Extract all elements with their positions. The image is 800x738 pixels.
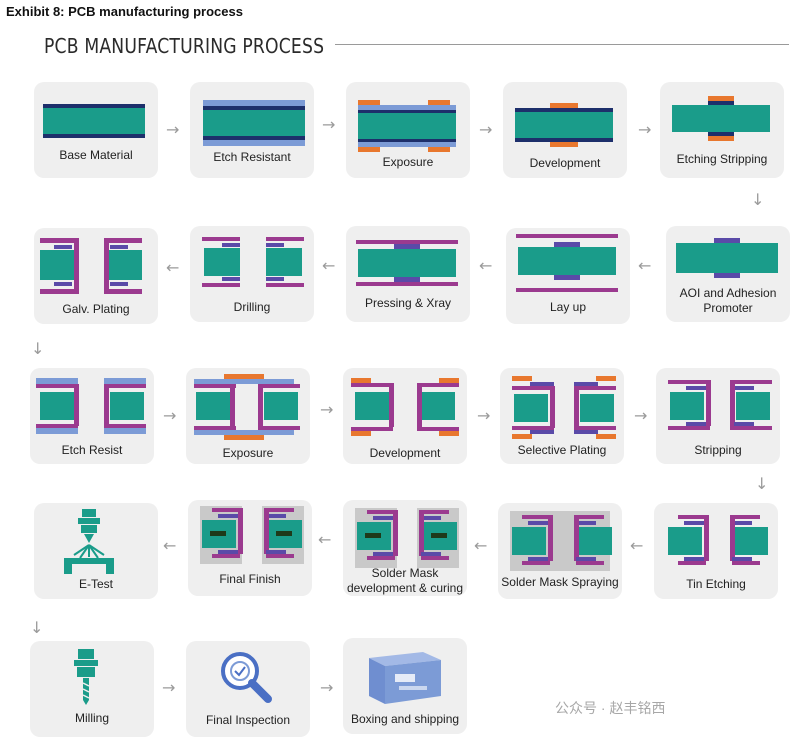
- right-arrow-icon: →: [320, 400, 334, 419]
- left-arrow-icon: ←: [638, 256, 652, 275]
- down-arrow-icon: ↓: [31, 339, 45, 358]
- right-arrow-icon: →: [322, 115, 336, 134]
- step-label: Solder Mask Spraying: [501, 575, 619, 589]
- selective-plating-graphic: [512, 376, 616, 439]
- step-label: Development: [529, 156, 601, 170]
- step-aoi-adhesion: AOI and Adhesion Promoter: [666, 226, 790, 322]
- final-finish-graphic: [200, 506, 304, 564]
- step-label: Galv. Plating: [62, 302, 130, 316]
- step-label: Development: [369, 446, 441, 460]
- step-label: Lay up: [549, 300, 587, 314]
- step-label: Etch Resistant: [213, 150, 291, 164]
- milling-icon: [74, 649, 98, 705]
- box-icon: [369, 652, 441, 704]
- step-label: Final Finish: [219, 572, 281, 586]
- exposure-2-graphic: [194, 374, 300, 440]
- step-final-finish: Final Finish: [188, 500, 312, 596]
- step-label: Base Material: [59, 148, 133, 162]
- galv-plating-graphic: [40, 238, 142, 294]
- step-label: Etching Stripping: [676, 152, 768, 166]
- right-arrow-icon: →: [162, 678, 176, 697]
- step-galv-plating: Galv. Plating: [34, 228, 158, 324]
- step-label: Exposure: [222, 446, 274, 460]
- etch-resistant-graphic: [203, 100, 305, 146]
- step-etching-stripping: Etching Stripping: [660, 82, 784, 178]
- right-arrow-icon: →: [638, 120, 652, 139]
- step-label: E-Test: [78, 577, 113, 591]
- step-boxing-shipping: Boxing and shipping: [343, 638, 467, 734]
- left-arrow-icon: ←: [630, 536, 644, 555]
- step-lay-up: Lay up: [506, 228, 630, 324]
- etch-resist-graphic: [36, 378, 146, 434]
- step-label: Milling: [74, 711, 109, 725]
- pressing-graphic: [356, 240, 458, 286]
- step-tin-etching: Tin Etching: [654, 503, 778, 599]
- step-solder-mask-spraying: Solder Mask Spraying: [498, 503, 622, 599]
- watermark: 公众号 · 赵丰铭西: [555, 700, 666, 716]
- step-label: Drilling: [233, 300, 271, 314]
- step-exposure-1: Exposure: [346, 82, 470, 178]
- heading-rule: [335, 44, 789, 45]
- exhibit-title: Exhibit 8: PCB manufacturing process: [6, 4, 243, 19]
- step-label: Pressing & Xray: [364, 296, 452, 310]
- right-arrow-icon: →: [163, 406, 177, 425]
- left-arrow-icon: ←: [318, 530, 332, 549]
- tin-etching-graphic: [668, 515, 768, 565]
- step-label: Solder Mask development & curing: [346, 566, 464, 595]
- step-label: Exposure: [382, 155, 434, 169]
- down-arrow-icon: ↓: [30, 618, 44, 637]
- step-label: AOI and Adhesion Promoter: [679, 286, 777, 315]
- down-arrow-icon: ↓: [755, 474, 769, 493]
- step-label: Tin Etching: [686, 577, 746, 591]
- step-milling: Milling: [30, 641, 154, 737]
- right-arrow-icon: →: [320, 678, 334, 697]
- down-arrow-icon: ↓: [751, 190, 765, 209]
- step-exposure-2: Exposure: [186, 368, 310, 464]
- right-arrow-icon: →: [634, 406, 648, 425]
- base-material-graphic: [43, 104, 145, 138]
- diagram-heading: PCB MANUFACTURING PROCESS: [44, 34, 325, 58]
- right-arrow-icon: →: [479, 120, 493, 139]
- step-etch-resist: Etch Resist: [30, 368, 154, 464]
- magnifier-icon: [221, 652, 272, 703]
- left-arrow-icon: ←: [322, 256, 336, 275]
- right-arrow-icon: →: [477, 406, 491, 425]
- left-arrow-icon: ←: [163, 536, 177, 555]
- step-final-inspection: Final Inspection: [186, 641, 310, 737]
- step-label: Etch Resist: [61, 443, 123, 457]
- development-2-graphic: [351, 378, 459, 436]
- right-arrow-icon: →: [166, 120, 180, 139]
- step-solder-mask-development: Solder Mask development & curing: [343, 500, 467, 596]
- step-selective-plating: Selective Plating: [500, 368, 624, 464]
- step-base-material: Base Material: [34, 82, 158, 178]
- step-e-test: E-Test: [34, 503, 158, 599]
- step-etch-resistant: Etch Resistant: [190, 82, 314, 178]
- stripping-graphic: [668, 380, 772, 430]
- solder-mask-dev-graphic: [355, 508, 459, 568]
- left-arrow-icon: ←: [479, 256, 493, 275]
- step-pressing-xray: Pressing & Xray: [346, 226, 470, 322]
- step-label: Boxing and shipping: [350, 712, 460, 726]
- step-development-2: Development: [343, 368, 467, 464]
- step-development-1: Development: [503, 82, 627, 178]
- step-label: Final Inspection: [205, 713, 291, 727]
- aoi-graphic: [676, 238, 778, 278]
- e-test-icon: [64, 509, 114, 574]
- etching-stripping-graphic: [672, 96, 770, 141]
- step-drilling: Drilling: [190, 226, 314, 322]
- step-stripping: Stripping: [656, 368, 780, 464]
- drilling-graphic: [202, 237, 304, 287]
- step-label: Stripping: [694, 443, 742, 457]
- left-arrow-icon: ←: [166, 258, 180, 277]
- exposure-graphic: [358, 100, 456, 152]
- development-graphic: [515, 103, 613, 147]
- solder-mask-spraying-graphic: [510, 511, 612, 571]
- step-label: Selective Plating: [517, 443, 607, 457]
- lay-up-graphic: [516, 234, 618, 292]
- left-arrow-icon: ←: [474, 536, 488, 555]
